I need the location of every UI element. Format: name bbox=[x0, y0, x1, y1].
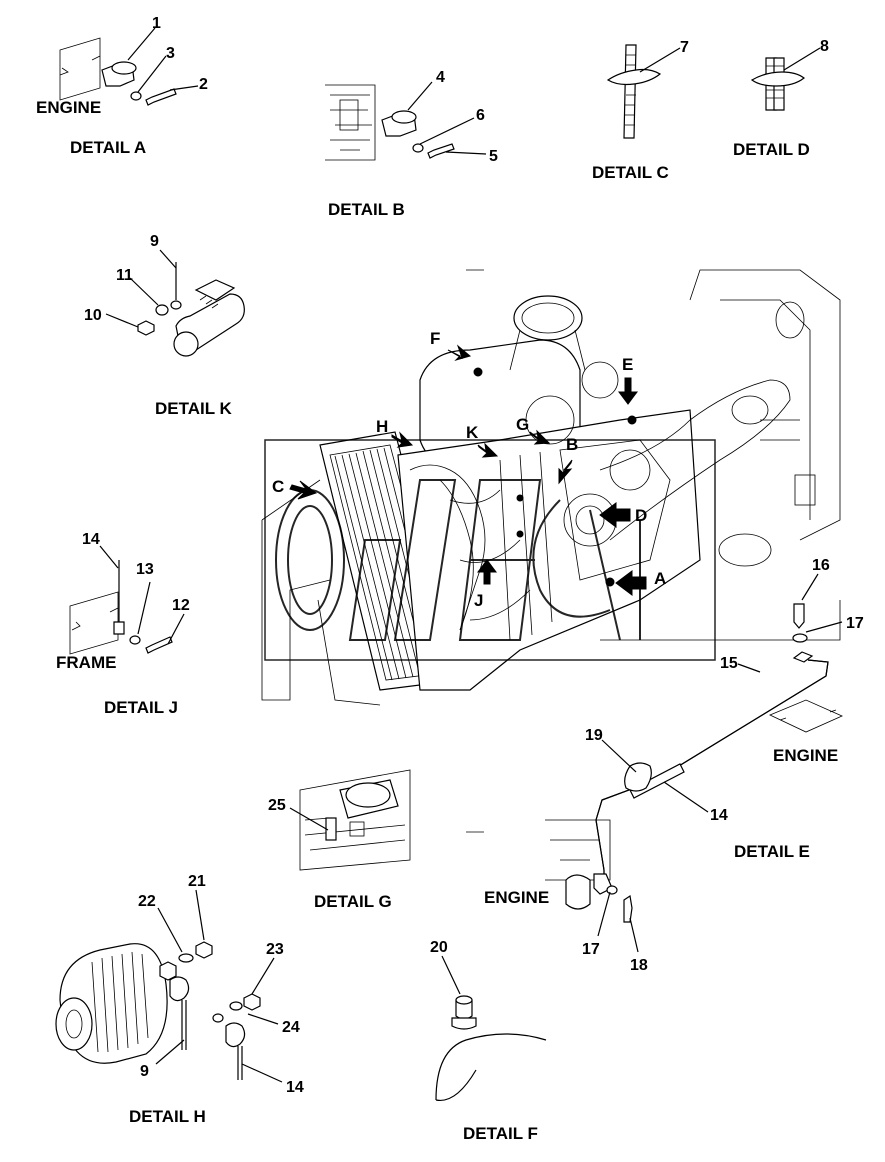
watermark-logo bbox=[264, 439, 716, 661]
frame-label: FRAME bbox=[56, 653, 116, 672]
arrow-label-j: J bbox=[474, 591, 483, 610]
callout-14-e: 14 bbox=[710, 807, 728, 824]
detail-e-group: 16 17 15 19 14 17 18 ENGINE ENGINE DETAI… bbox=[484, 557, 864, 974]
detail-j-title: DETAIL J bbox=[104, 698, 178, 717]
arrow-label-d: D bbox=[635, 506, 647, 525]
callout-19: 19 bbox=[585, 727, 603, 744]
detail-h-group: 21 22 23 24 9 14 DETAIL H bbox=[55, 873, 304, 1126]
callout-13: 13 bbox=[136, 561, 154, 578]
arrow-e-icon bbox=[618, 377, 638, 405]
callout-11: 11 bbox=[116, 267, 133, 284]
arrow-d-icon bbox=[599, 502, 631, 528]
callout-9-k: 9 bbox=[150, 233, 159, 250]
detail-j-group: 14 13 12 FRAME DETAIL J bbox=[56, 531, 190, 717]
detail-d-title: DETAIL D bbox=[733, 140, 810, 159]
engine-label-e-left: ENGINE bbox=[484, 888, 549, 907]
callout-10: 10 bbox=[84, 307, 102, 324]
callout-3: 3 bbox=[166, 45, 175, 62]
arrow-label-b: B bbox=[566, 435, 578, 454]
arrow-label-g: G bbox=[516, 415, 529, 434]
arrow-j-icon bbox=[477, 559, 497, 585]
callout-7: 7 bbox=[680, 39, 689, 56]
detail-c-group: 7 DETAIL C bbox=[592, 39, 689, 182]
callout-22: 22 bbox=[138, 893, 156, 910]
detail-b-group: 4 6 5 DETAIL B bbox=[325, 69, 498, 219]
detail-a-title: DETAIL A bbox=[70, 138, 146, 157]
detail-f-group: 20 DETAIL F bbox=[430, 939, 547, 1143]
detail-a-group: 1 3 2 ENGINE DETAIL A bbox=[36, 15, 208, 157]
detail-f-title: DETAIL F bbox=[463, 1124, 538, 1143]
callout-23: 23 bbox=[266, 941, 284, 958]
arrow-label-c: C bbox=[272, 477, 284, 496]
callout-15: 15 bbox=[720, 655, 738, 672]
callout-4: 4 bbox=[436, 69, 445, 86]
arrow-label-f: F bbox=[430, 329, 440, 348]
callout-5: 5 bbox=[489, 148, 498, 165]
arrow-label-k: K bbox=[466, 423, 479, 442]
arrow-label-a: A bbox=[654, 569, 666, 588]
callout-6: 6 bbox=[476, 107, 485, 124]
callout-8: 8 bbox=[820, 38, 829, 55]
arrow-label-e: E bbox=[622, 355, 633, 374]
main-engine-assembly: F E H K G B C D A J bbox=[261, 269, 841, 706]
callout-24: 24 bbox=[282, 1019, 300, 1036]
detail-k-group: 9 11 10 DETAIL K bbox=[84, 233, 245, 418]
detail-b-title: DETAIL B bbox=[328, 200, 405, 219]
arrow-k-icon bbox=[477, 442, 499, 458]
callout-21: 21 bbox=[188, 873, 206, 890]
arrow-label-h: H bbox=[376, 417, 388, 436]
callout-20: 20 bbox=[430, 939, 448, 956]
detail-g-group: 25 DETAIL G bbox=[268, 769, 411, 911]
callout-9-h: 9 bbox=[140, 1063, 149, 1080]
callout-14-j: 14 bbox=[82, 531, 100, 548]
callout-17-bottom: 17 bbox=[582, 941, 600, 958]
callout-25: 25 bbox=[268, 797, 286, 814]
callout-12: 12 bbox=[172, 597, 190, 614]
callout-1: 1 bbox=[152, 15, 161, 32]
arrow-f-icon bbox=[447, 344, 472, 362]
detail-c-title: DETAIL C bbox=[592, 163, 669, 182]
callout-2: 2 bbox=[199, 76, 208, 93]
callout-14-h: 14 bbox=[286, 1079, 304, 1096]
arrow-a-icon bbox=[615, 570, 647, 596]
engine-label-e-right: ENGINE bbox=[773, 746, 838, 765]
detail-k-title: DETAIL K bbox=[155, 399, 233, 418]
detail-h-title: DETAIL H bbox=[129, 1107, 206, 1126]
detail-d-group: 8 DETAIL D bbox=[733, 38, 829, 159]
arrow-c-icon bbox=[289, 480, 318, 500]
detail-g-title: DETAIL G bbox=[314, 892, 392, 911]
detail-e-title: DETAIL E bbox=[734, 842, 810, 861]
callout-18: 18 bbox=[630, 957, 648, 974]
engine-label-a: ENGINE bbox=[36, 98, 101, 117]
callout-16: 16 bbox=[812, 557, 830, 574]
arrow-b-icon bbox=[558, 459, 573, 485]
callout-17-top: 17 bbox=[846, 615, 864, 632]
